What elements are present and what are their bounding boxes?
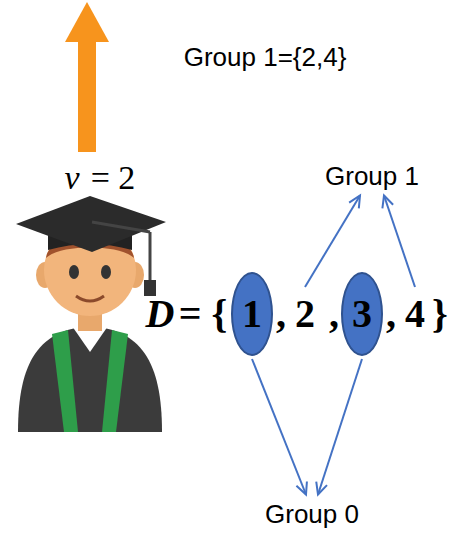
- node-text: 4: [405, 292, 425, 336]
- node-text: Group 0: [265, 500, 359, 529]
- set-comma: ,: [276, 292, 286, 336]
- variable-label: v: [64, 159, 79, 196]
- set-comma: ,: [386, 292, 396, 336]
- up-arrow: [65, 2, 109, 152]
- set-name: D: [146, 292, 175, 336]
- node-text: Group 1: [325, 162, 419, 191]
- node-text: 1: [242, 292, 262, 336]
- connector-arrow: [252, 359, 307, 495]
- graduate-icon: [16, 196, 166, 432]
- node-text: 2: [295, 292, 315, 336]
- connector-arrow: [305, 196, 360, 288]
- element-ellipse: 3: [341, 272, 383, 356]
- set-brace: = {: [179, 292, 228, 336]
- set-element: 2: [292, 290, 318, 338]
- result-label: Group 1={2,4}: [184, 43, 347, 72]
- connector-arrow: [316, 359, 362, 495]
- set-comma: ,: [329, 292, 339, 336]
- element-ellipse: 1: [231, 272, 273, 356]
- value-label: = 2: [91, 159, 136, 196]
- group-label: Group 0: [262, 498, 362, 531]
- set-element: 4: [402, 290, 428, 338]
- group-label: Group 1: [322, 160, 422, 193]
- node-text: 3: [352, 292, 372, 336]
- connector-arrow: [382, 196, 415, 288]
- set-brace: }: [432, 292, 448, 336]
